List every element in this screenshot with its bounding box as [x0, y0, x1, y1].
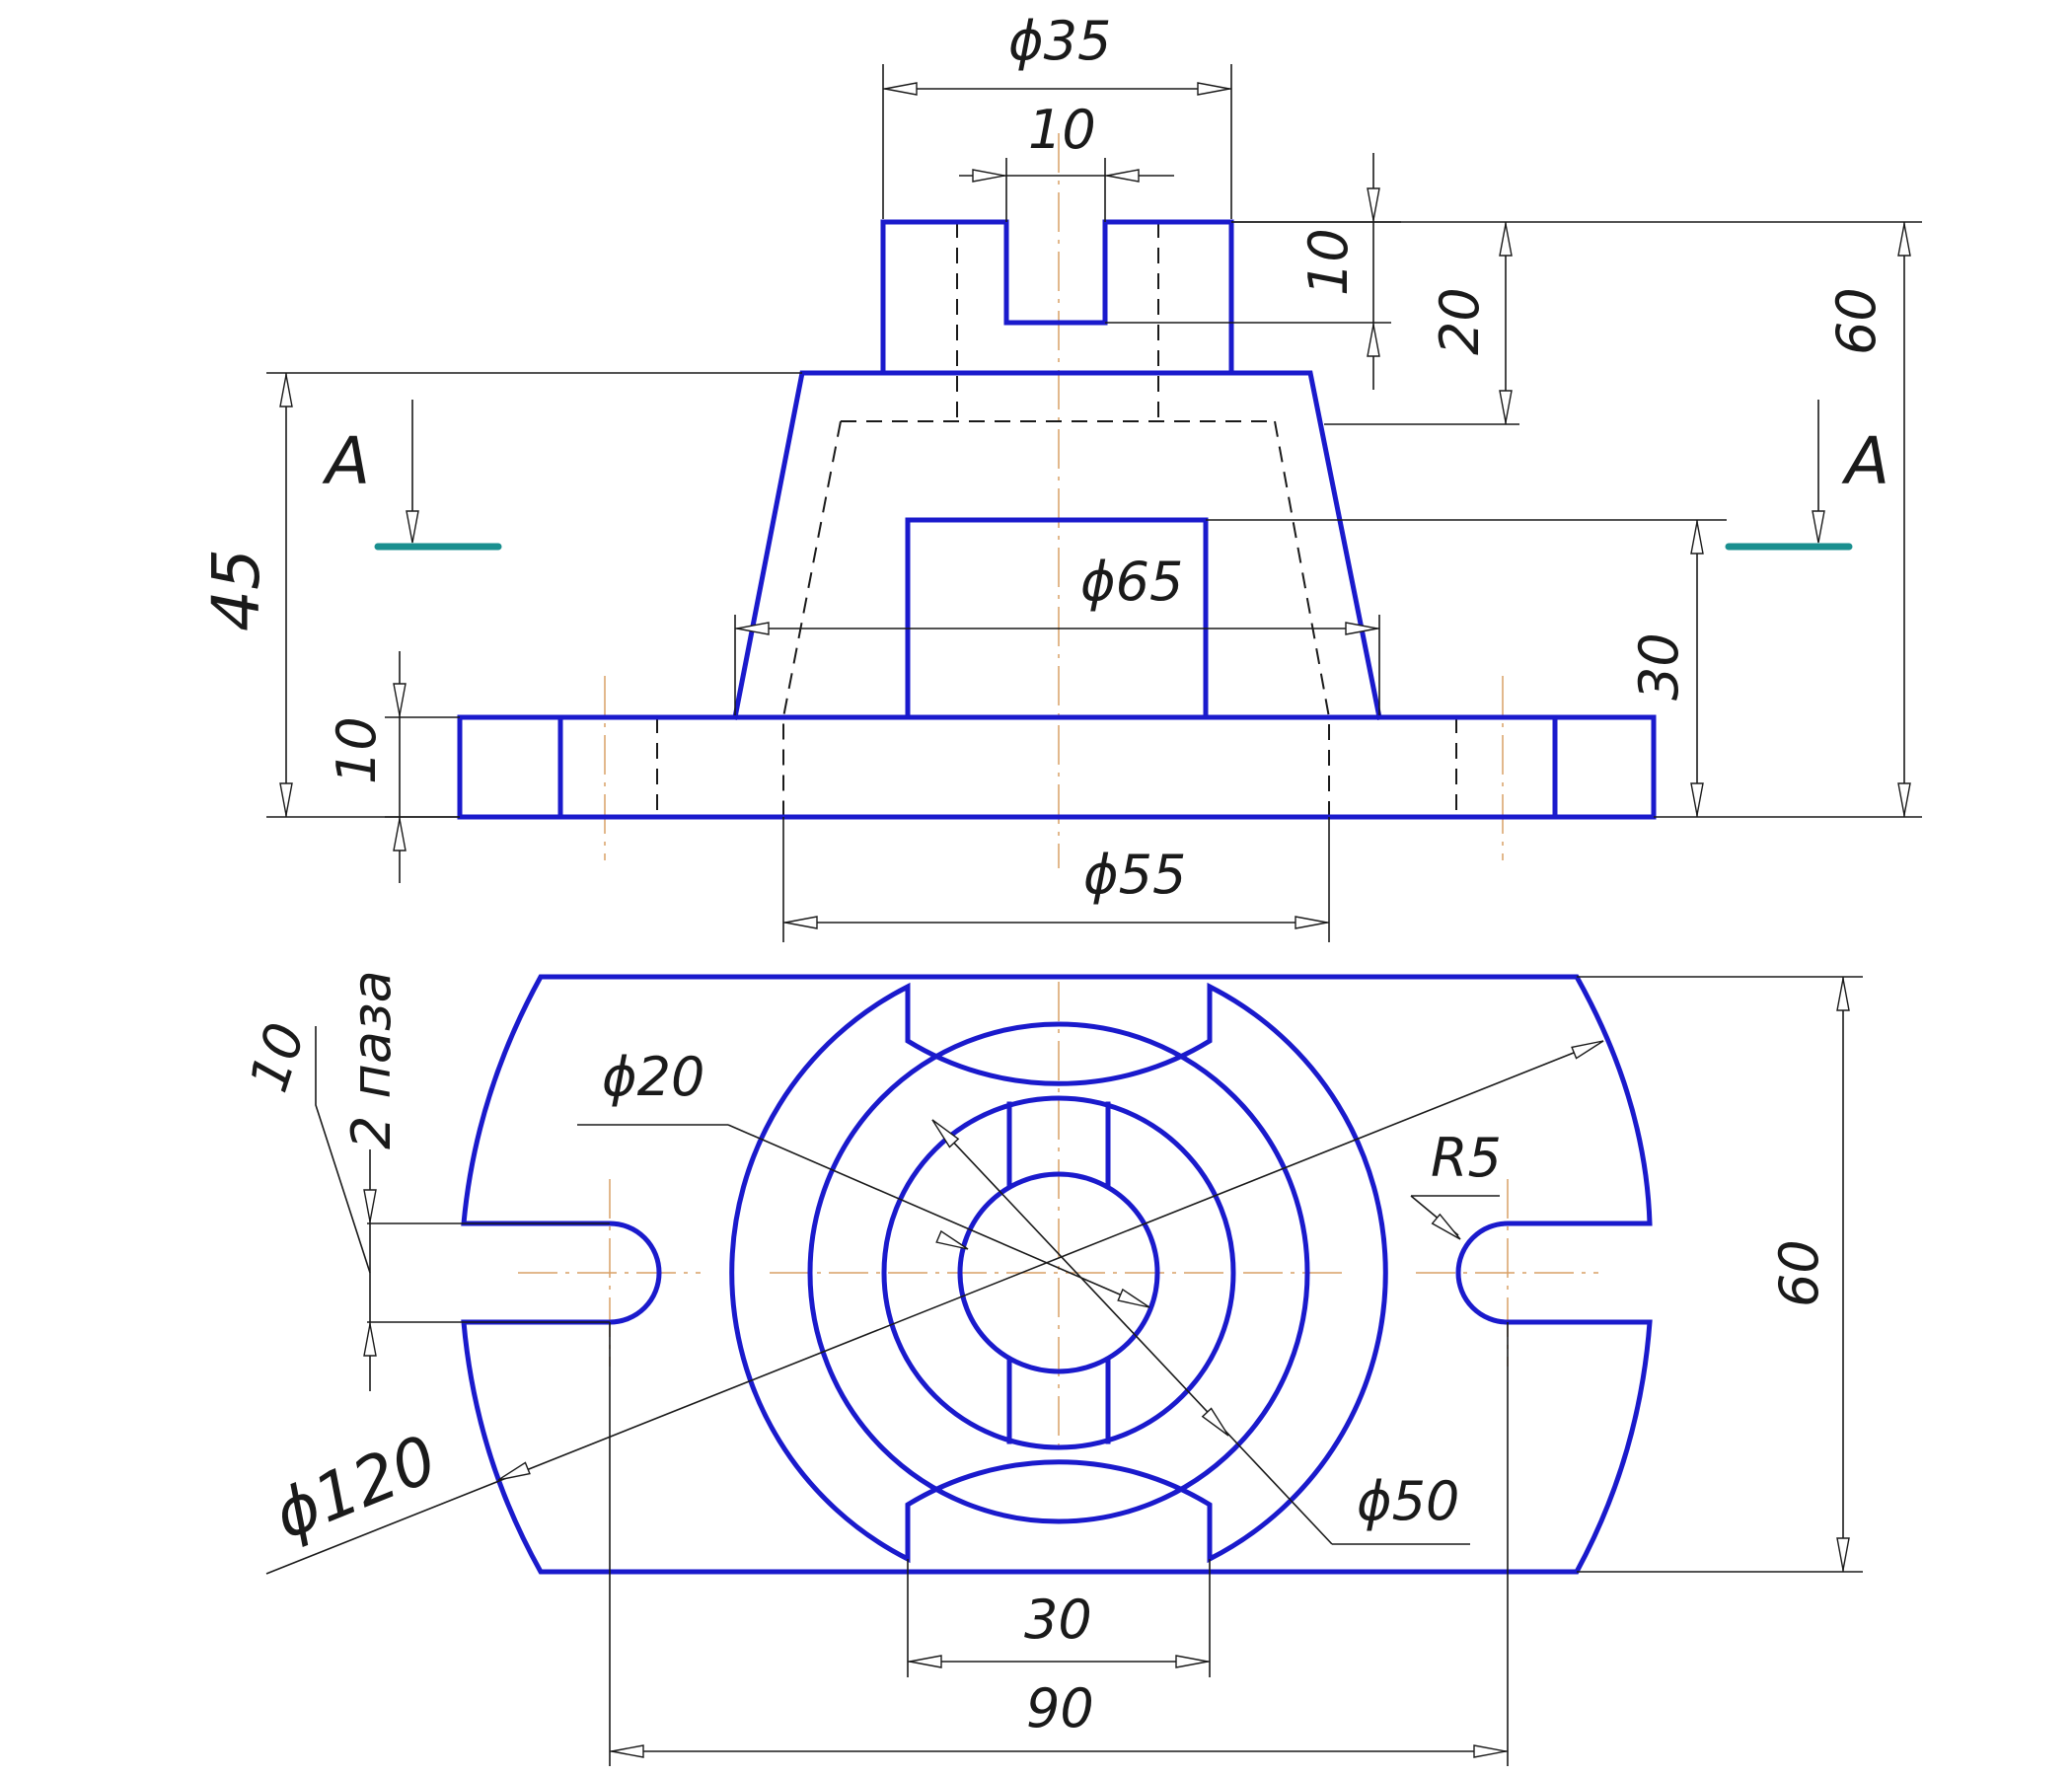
dim-text-circle-diameter: ϕ50 — [1357, 1470, 1459, 1532]
middle-ring — [807, 1021, 1310, 1524]
dim-slot-width-top: 10 2 паза — [237, 970, 610, 1391]
front-hidden-lines — [656, 222, 1457, 817]
dim-width: 60 — [1577, 976, 1863, 1573]
dim-bottom-diameter: ϕ55 — [782, 817, 1330, 942]
front-outline — [457, 219, 1657, 820]
dim-text-body-height: 45 — [198, 549, 274, 631]
dim-text-cone-diameter: ϕ65 — [1080, 551, 1183, 613]
dim-slot-spacing: 90 — [609, 1322, 1509, 1766]
top-view: 10 2 паза ϕ20 ϕ50 R5 — [237, 970, 1863, 1766]
dim-cone-diameter: ϕ65 — [734, 551, 1380, 715]
dim-text-bottom-diameter: ϕ55 — [1083, 844, 1186, 906]
dim-text-cavity-height: 30 — [1628, 632, 1690, 701]
inner-ring — [881, 1095, 1236, 1450]
central-bore — [957, 1171, 1160, 1374]
dim-notch-width: 30 — [907, 1559, 1211, 1677]
dim-text-boss-height: 20 — [1429, 287, 1491, 355]
dim-total-height: 60 — [1231, 221, 1922, 818]
dim-text-slot-depth: 10 — [1297, 228, 1360, 296]
dim-text-flange-thickness: 10 — [326, 716, 388, 784]
dim-text-slot-spacing: 90 — [1026, 1677, 1094, 1739]
dim-body-height: 45 — [198, 372, 802, 818]
dim-flange-thickness: 10 — [326, 651, 460, 883]
dim-circle-diameter: ϕ50 — [926, 1115, 1470, 1545]
dim-text-inner-diameter: ϕ20 — [602, 1046, 704, 1108]
dim-text-slot-note: 2 паза — [340, 970, 403, 1149]
dim-text-radius: R5 — [1431, 1127, 1502, 1189]
dim-text-slot-width: 10 — [1028, 99, 1096, 161]
section-mark-right: A — [1725, 400, 1889, 551]
dim-top-outer-diameter: ϕ35 — [882, 10, 1232, 219]
dim-slot-width: 10 — [959, 99, 1174, 222]
dim-text-notch-width: 30 — [1024, 1589, 1092, 1651]
dim-text-slot-width-top: 10 — [237, 1015, 317, 1099]
slot-walls — [1006, 1101, 1111, 1444]
dim-text-width: 60 — [1768, 1239, 1830, 1307]
dim-boss-height: 20 — [1324, 222, 1519, 425]
dim-text-top-outer: ϕ35 — [1008, 10, 1111, 72]
section-label-left: A — [322, 423, 370, 499]
dim-cavity-height: 30 — [1206, 519, 1727, 817]
dim-text-total-height: 60 — [1825, 287, 1887, 355]
dim-text-outer-diameter: ϕ120 — [263, 1421, 447, 1554]
front-view: A A ϕ35 10 — [198, 10, 1922, 942]
section-label-right: A — [1841, 423, 1889, 499]
section-mark-left: A — [322, 400, 502, 551]
dim-radius: R5 — [1410, 1127, 1502, 1245]
dim-slot-depth: 10 — [1105, 153, 1401, 390]
